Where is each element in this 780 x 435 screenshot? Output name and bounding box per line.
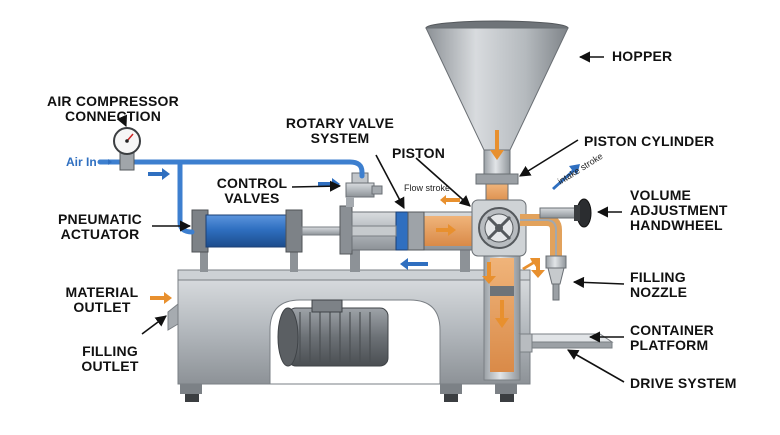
label-piston-cylinder-text: PISTON CYLINDER xyxy=(584,133,715,149)
label-pneumatic-line2: ACTUATOR xyxy=(60,226,140,242)
label-filling-nozzle-line1: FILLING xyxy=(630,269,686,285)
label-control-valves: CONTROL VALVES xyxy=(212,176,292,206)
label-container-platform-line2: PLATFORM xyxy=(630,337,709,353)
label-flow-stroke: Flow stroke xyxy=(404,183,451,193)
label-air-in: Air In xyxy=(66,155,97,169)
label-rotary-valve-line2: SYSTEM xyxy=(310,130,370,146)
cylinder-supports xyxy=(200,248,470,272)
leader-lines xyxy=(116,51,625,383)
label-volume-line2: ADJUSTMENT xyxy=(630,202,728,218)
label-material-outlet-line1: MATERIAL xyxy=(65,284,139,300)
pressure-gauge xyxy=(113,127,141,171)
label-control-valves-line2: VALVES xyxy=(224,190,280,206)
label-container-platform-line1: CONTAINER xyxy=(630,322,714,338)
label-piston: PISTON xyxy=(392,146,445,161)
label-piston-cylinder: PISTON CYLINDER xyxy=(584,134,714,149)
label-drive-system: DRIVE SYSTEM xyxy=(630,376,737,391)
piston-cylinder-shape xyxy=(339,205,485,255)
label-pneumatic-line1: PNEUMATIC xyxy=(58,211,142,227)
pneumatic-actuator-shape xyxy=(191,209,351,253)
label-material-outlet: MATERIAL OUTLET xyxy=(60,285,144,315)
label-volume-line3: HANDWHEEL xyxy=(630,217,723,233)
hopper-shape xyxy=(425,20,569,205)
label-filling-outlet-line2: OUTLET xyxy=(81,358,139,374)
label-air-compressor-line1: AIR COMPRESSOR xyxy=(47,93,179,109)
label-filling-outlet: FILLING OUTLET xyxy=(70,344,150,374)
rotary-valve-shape xyxy=(471,199,527,257)
label-drive-system-text: DRIVE SYSTEM xyxy=(630,375,737,391)
label-container-platform: CONTAINER PLATFORM xyxy=(630,323,714,353)
label-rotary-valve-system: ROTARY VALVE SYSTEM xyxy=(275,116,405,146)
label-hopper-text: HOPPER xyxy=(612,48,673,64)
label-volume-line1: VOLUME xyxy=(630,187,692,203)
label-air-compressor-line2: CONNECTION xyxy=(64,108,162,124)
flow-arrows xyxy=(150,130,545,328)
label-volume-adjustment-handwheel: VOLUME ADJUSTMENT HANDWHEEL xyxy=(630,188,728,233)
label-piston-text: PISTON xyxy=(392,145,446,161)
label-rotary-valve-line1: ROTARY VALVE xyxy=(285,115,395,131)
label-material-outlet-line2: OUTLET xyxy=(73,299,131,315)
drive-motor xyxy=(277,299,389,367)
label-hopper: HOPPER xyxy=(612,49,672,64)
label-pneumatic-actuator: PNEUMATIC ACTUATOR xyxy=(50,212,150,242)
label-filling-nozzle: FILLING NOZZLE xyxy=(630,270,687,300)
label-air-compressor-connection: AIR COMPRESSOR CONNECTION xyxy=(38,94,188,124)
label-control-valves-line1: CONTROL xyxy=(216,175,288,191)
label-filling-outlet-line1: FILLING xyxy=(82,343,138,359)
control-valve-shape xyxy=(345,172,383,207)
outlet-and-nozzle xyxy=(520,214,567,301)
label-filling-nozzle-line2: NOZZLE xyxy=(630,284,688,300)
handwheel-shape xyxy=(539,198,592,228)
